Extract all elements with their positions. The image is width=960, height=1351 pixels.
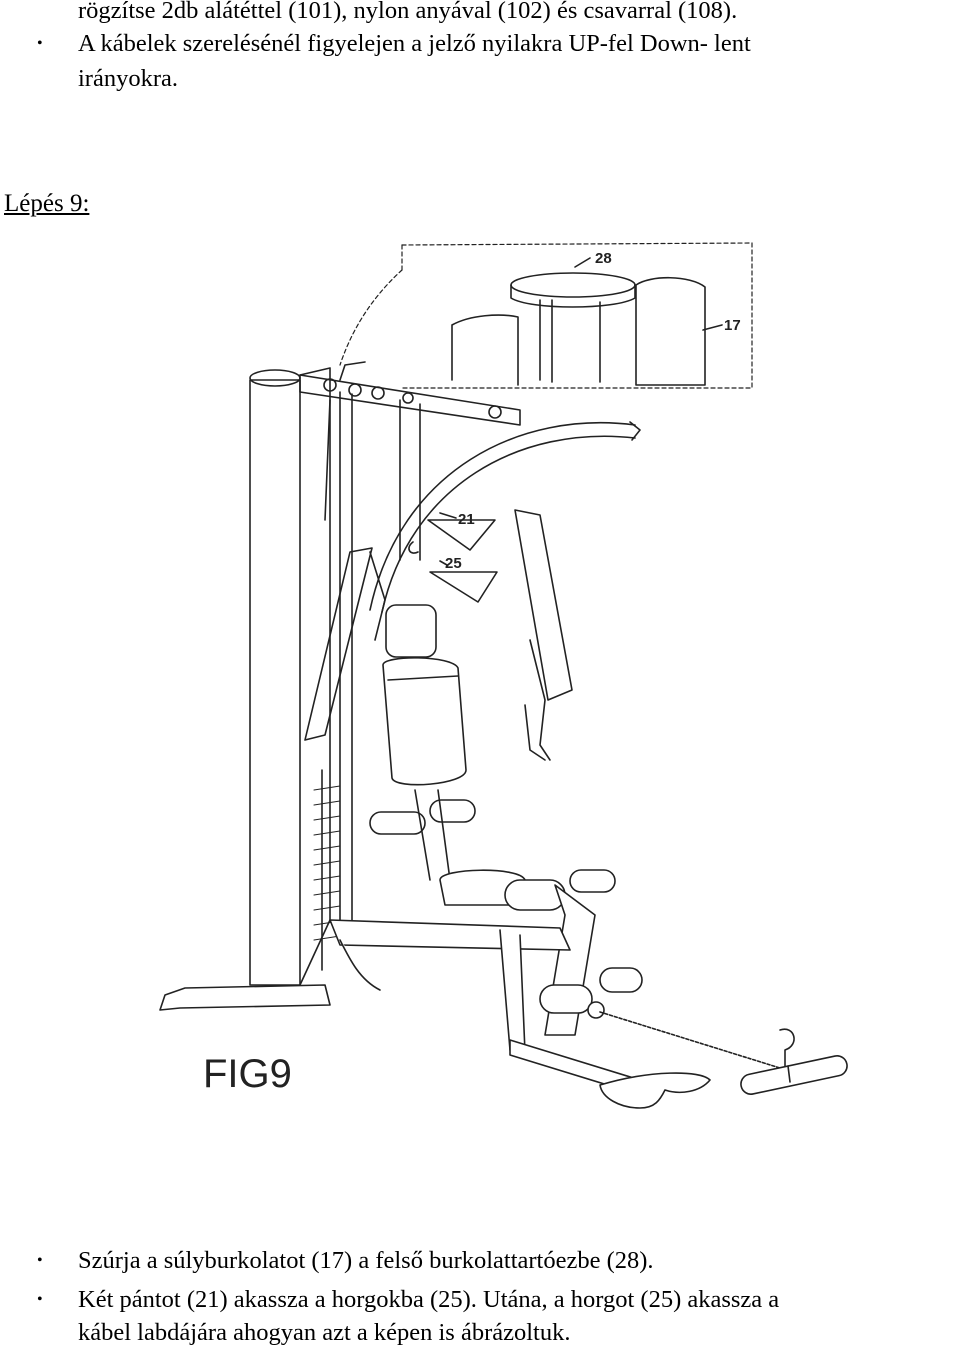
base-frame <box>159 919 711 1109</box>
bullet-marker: • <box>37 1291 43 1308</box>
frame-posts <box>324 391 421 931</box>
seat-rollers <box>369 789 476 881</box>
inset-parts <box>451 257 723 386</box>
leg-station <box>439 869 643 1036</box>
bullet-marker: • <box>37 35 43 52</box>
callout-28: 28 <box>595 250 612 267</box>
straps-and-hooks <box>408 512 498 603</box>
top-beam <box>299 374 521 426</box>
weight-stack-cover <box>249 367 341 986</box>
instruction-bullet-3-line-1: Két pántot (21) akassza a horgokba (25).… <box>78 1286 780 1313</box>
figure-label: FIG9 <box>203 1052 292 1096</box>
instruction-bullet-1-line-1: A kábelek szerelésénél figyelejen a jelz… <box>78 30 751 57</box>
press-arm <box>369 421 641 613</box>
callout-17: 17 <box>724 317 741 334</box>
callout-21: 21 <box>458 511 475 528</box>
instruction-bullet-2: Szúrja a súlyburkolatot (17) a felső bur… <box>78 1247 654 1274</box>
bullet-marker: • <box>37 1252 43 1269</box>
low-cable-bar <box>599 1011 848 1095</box>
back-pad <box>382 604 467 786</box>
instruction-bullet-1-line-2: irányokra. <box>78 65 178 92</box>
lat-arm-left <box>304 547 386 741</box>
step-heading: Lépés 9: <box>4 190 90 217</box>
pec-arm-right <box>514 509 573 761</box>
top-cable <box>339 361 366 381</box>
instruction-line-1: rögzítse 2db alátéttel (101), nylon anyá… <box>78 0 738 24</box>
callout-25: 25 <box>445 555 462 572</box>
instruction-bullet-3-line-2: kábel labdájára ahogyan azt a képen is á… <box>78 1319 571 1346</box>
detail-inset <box>339 242 753 389</box>
